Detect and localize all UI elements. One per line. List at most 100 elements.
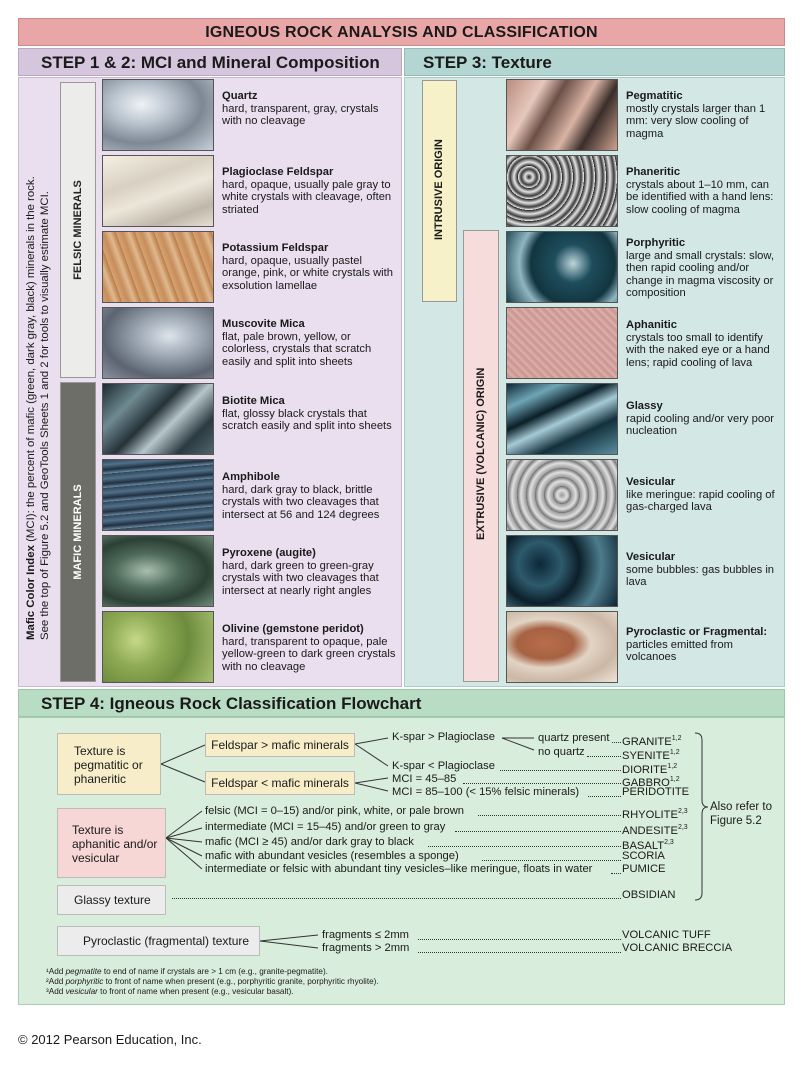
box-feldspar-lt: Feldspar < mafic minerals <box>205 771 355 795</box>
footnote-3-pre: ³Add <box>46 987 66 996</box>
footnote-1: ¹Add pegmatite to end of name if crystal… <box>46 967 379 977</box>
rock-granite-name: GRANITE <box>622 736 672 748</box>
texture-glassy: Glassy rapid cooling and/or very poor nu… <box>626 400 781 438</box>
extrusive-label: EXTRUSIVE (VOLCANIC) ORIGIN <box>475 367 487 540</box>
texture-name: Porphyritic <box>626 237 686 249</box>
extrusive-label-box <box>463 230 499 682</box>
muscovite-photo <box>102 307 214 379</box>
mci-45-85-text: MCI = 45–85 <box>392 773 457 785</box>
texture-porphyritic: Porphyritic large and small crystals: sl… <box>626 237 781 300</box>
box-pegmatitic: Texture is pegmatitic or phaneritic <box>57 733 161 795</box>
box-pyroclastic: Pyroclastic (fragmental) texture <box>57 926 260 956</box>
rock-tuff: VOLCANIC TUFF <box>622 929 711 941</box>
quartz-photo <box>102 79 214 151</box>
texture-phaneritic: Phaneritic crystals about 1–10 mm, can b… <box>626 166 781 216</box>
texture-desc: large and small crystals: slow, then rap… <box>626 249 774 300</box>
rock-peridotite: PERIDOTITE <box>622 786 690 798</box>
pyroxene-photo <box>102 535 214 607</box>
texture-name: Vesicular <box>626 551 676 563</box>
footnote-2: ²Add porphyritic to front of name when p… <box>46 977 379 987</box>
mafic-label: MAFIC MINERALS <box>72 484 84 580</box>
potassium-feldspar-photo <box>102 231 214 303</box>
texture-desc: some bubbles: gas bubbles in lava <box>626 563 775 589</box>
mineral-name: Olivine (gemstone peridot) <box>222 623 364 635</box>
mineral-desc: hard, dark green to green-gray crystals … <box>222 559 379 597</box>
rock-andesite: ANDESITE2,3 <box>622 821 688 838</box>
also-refer-label: Also refer to Figure 5.2 <box>710 801 772 827</box>
mci-note-line2: See the top of Figure 5.2 and GeoTools S… <box>39 191 51 640</box>
mineral-potassium-feldspar: Potassium Feldspar hard, opaque, usually… <box>222 242 397 292</box>
mineral-name: Muscovite Mica <box>222 318 305 330</box>
mineral-plagioclase: Plagioclase Feldspar hard, opaque, usual… <box>222 166 397 216</box>
no-quartz-text: no quartz <box>538 746 585 758</box>
mineral-name: Quartz <box>222 90 258 102</box>
box-aphanitic-label: Texture is aphanitic and/or vesicular <box>72 823 158 865</box>
pyroclastic-photo <box>506 611 618 683</box>
rock-diorite-name: DIORITE <box>622 764 668 776</box>
texture-name: Vesicular <box>626 476 676 488</box>
felsic-line-text: felsic (MCI = 0–15) and/or pink, white, … <box>205 805 464 817</box>
phaneritic-photo <box>506 155 618 227</box>
box-aphanitic: Texture is aphanitic and/or vesicular <box>57 808 166 878</box>
mineral-pyroxene: Pyroxene (augite) hard, dark green to gr… <box>222 547 397 597</box>
page-title: IGNEOUS ROCK ANALYSIS AND CLASSIFICATION <box>18 18 785 46</box>
box-pyroclastic-label: Pyroclastic (fragmental) texture <box>83 934 250 948</box>
step3-heading: STEP 3: Texture <box>404 48 785 76</box>
mineral-olivine: Olivine (gemstone peridot) hard, transpa… <box>222 623 397 673</box>
mineral-quartz: Quartz hard, transparent, gray, crystals… <box>222 90 397 128</box>
rock-obsidian: OBSIDIAN <box>622 889 676 901</box>
leader-dots <box>463 774 621 784</box>
rock-scoria: SCORIA <box>622 850 665 862</box>
rock-basalt-name: BASALT <box>622 840 665 852</box>
leader-dots <box>587 747 621 757</box>
glassy-photo <box>506 383 618 455</box>
leader-dots <box>428 837 621 847</box>
footnote-1-pre: ¹Add <box>46 967 66 976</box>
texture-name: Phaneritic <box>626 166 681 178</box>
mafic-line-text: mafic (MCI ≥ 45) and/or dark gray to bla… <box>205 836 414 848</box>
box-glassy: Glassy texture <box>57 885 166 915</box>
texture-desc: like meringue: rapid cooling of gas-char… <box>626 488 775 514</box>
intrusive-label-box <box>422 80 457 302</box>
texture-vesicular-meringue: Vesicular like meringue: rapid cooling o… <box>626 476 781 514</box>
rock-basalt: BASALT2,3 <box>622 836 674 853</box>
texture-name: Glassy <box>626 400 663 412</box>
rock-andesite-name: ANDESITE <box>622 825 678 837</box>
mci-note-text: (MCI): the percent of mafic (green, dark… <box>25 176 37 546</box>
aphanitic-photo <box>506 307 618 379</box>
leader-dots <box>455 822 621 832</box>
rock-syenite-note: 1,2 <box>669 749 680 756</box>
mineral-desc: hard, transparent, gray, crystals with n… <box>222 102 379 128</box>
mineral-desc: hard, opaque, usually pastel orange, pin… <box>222 254 393 292</box>
mineral-name: Amphibole <box>222 471 280 483</box>
texture-desc: rapid cooling and/or very poor nucleatio… <box>626 412 775 438</box>
texture-desc: crystals about 1–10 mm, can be identifie… <box>626 178 774 216</box>
mci-note: Mafic Color Index (MCI): the percent of … <box>24 80 64 640</box>
rock-granite: GRANITE1,2 <box>622 732 681 749</box>
quartz-present-text: quartz present <box>538 732 610 744</box>
scoria-line-text: mafic with abundant vesicles (resembles … <box>205 850 459 862</box>
rock-rhyolite-note: 2,3 <box>677 808 688 815</box>
olivine-photo <box>102 611 214 683</box>
leader-dots <box>418 930 621 940</box>
texture-name: Pyroclastic or Fragmental: <box>626 626 768 638</box>
leader-dots <box>500 761 621 771</box>
box-feldspar-gt: Feldspar > mafic minerals <box>205 733 355 757</box>
mafic-label-box <box>60 382 96 682</box>
frag-gt-text: fragments > 2mm <box>322 942 410 954</box>
kspar-lt-text: K-spar < Plagioclase <box>392 760 495 772</box>
leader-dots <box>478 806 621 816</box>
leader-dots <box>172 889 621 899</box>
footnote-2-post: to front of name when present (e.g., por… <box>103 977 379 986</box>
mineral-name: Potassium Feldspar <box>222 242 329 254</box>
also-refer-text: Also refer to Figure 5.2 <box>710 800 780 828</box>
rock-andesite-note: 2,3 <box>677 824 688 831</box>
rock-gabbro-name: GABBRO <box>622 777 670 789</box>
mineral-desc: hard, transparent to opaque, pale yellow… <box>222 635 396 673</box>
texture-pyroclastic: Pyroclastic or Fragmental: particles emi… <box>626 626 784 664</box>
footnote-2-em: porphyritic <box>65 977 104 986</box>
mci-85-100-text: MCI = 85–100 (< 15% felsic minerals) <box>392 786 580 798</box>
mineral-biotite: Biotite Mica flat, glossy black crystals… <box>222 395 397 433</box>
amphibole-photo <box>102 459 214 531</box>
texture-aphanitic: Aphanitic crystals too small to identify… <box>626 319 781 369</box>
